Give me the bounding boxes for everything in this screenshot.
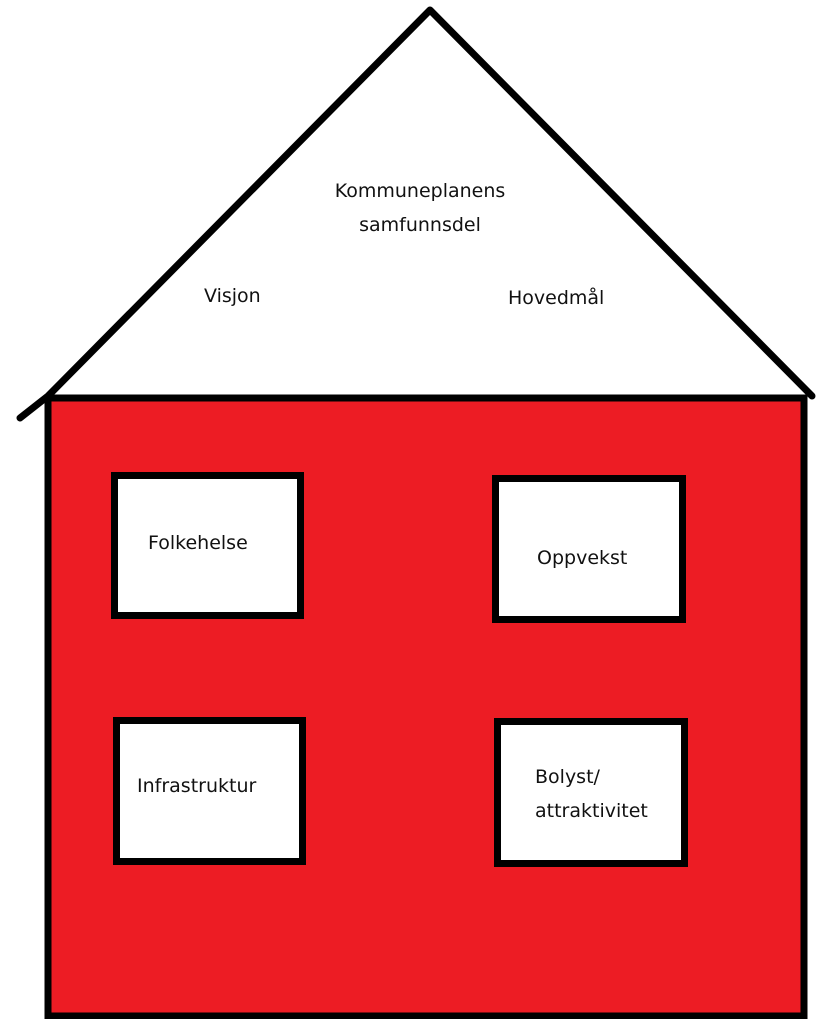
window-bottom-right: Bolyst/ attraktivitet [494,718,688,867]
window-top-left-label: Folkehelse [148,532,248,554]
window-bottom-right-label-line-1: Bolyst/ [535,766,600,788]
window-bottom-left: Infrastruktur [113,717,306,865]
roof-line [16,6,816,422]
roof-title: Kommuneplanens samfunnsdel [320,174,520,242]
roof-title-line-1: Kommuneplanens [334,180,506,202]
window-top-left: Folkehelse [111,472,304,619]
window-top-right: Oppvekst [492,475,686,623]
roof-right-label: Hovedmål [508,287,605,309]
roof-title-line-2: samfunnsdel [359,214,481,236]
window-bottom-right-label-line-2: attraktivitet [535,800,648,822]
window-bottom-right-label: Bolyst/ attraktivitet [535,760,648,828]
window-top-right-label: Oppvekst [537,547,628,569]
window-bottom-left-label: Infrastruktur [137,775,257,797]
roof-left-label: Visjon [204,285,261,307]
